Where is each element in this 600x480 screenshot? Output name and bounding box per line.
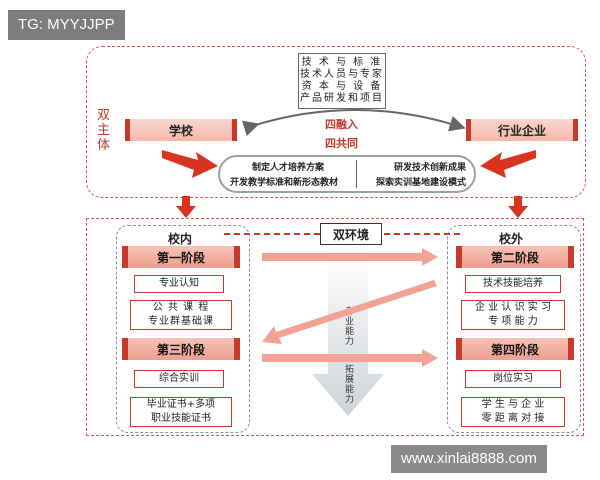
inside-title: 校内 <box>168 232 193 246</box>
outside-title: 校外 <box>499 232 524 246</box>
oval-line-1: 制定人才培养方案 研发技术创新成果 <box>230 160 466 173</box>
stage1-item: 专业群基础课 <box>148 316 214 327</box>
outside-school-panel <box>447 225 581 433</box>
ability-gray-arrow <box>312 246 384 416</box>
stage2-item: 专 项 能 力 <box>488 316 538 327</box>
stage3-item-box: 综合实训 <box>134 370 224 388</box>
fusion-curve-arrow <box>241 109 466 137</box>
watermark-label: www.xinlai8888.com <box>391 445 547 473</box>
oval-item: 研发技术创新成果 <box>393 163 466 173</box>
stage1-item-box: 公 共 课 程 专业群基础课 <box>130 300 232 330</box>
co-build-oval <box>218 155 476 193</box>
extended-ability-label: 拓展能力 <box>343 364 353 404</box>
tag-label: TG: MYYJJPP <box>8 10 125 40</box>
stage1-item: 公 共 课 程 <box>152 302 210 313</box>
dual-environment-container <box>86 218 584 436</box>
enterprise-label: 行业企业 <box>466 119 578 141</box>
oval-item: 开发教学标准和新形态教材 <box>230 178 339 188</box>
stage2-item-box: 技术技能培养 <box>465 275 561 293</box>
dual-subject-container <box>86 46 586 198</box>
stage4-item-box: 学 生 与 企 业 零 距 离 对 接 <box>461 397 565 427</box>
stage1-item-box: 专业认知 <box>134 275 224 293</box>
oval-item: 探索实训基地建设模式 <box>375 178 466 188</box>
professional-ability-label: 专业能力 <box>343 306 353 346</box>
stage2-item-box: 企 业 认 识 实 习 专 项 能 力 <box>461 300 565 330</box>
co-build-label: 四共同 <box>325 137 358 150</box>
stage3-item: 职业技能证书 <box>151 413 211 424</box>
resource-item: 资 本 与 设 备 <box>301 81 383 92</box>
left-red-arrow <box>162 150 218 178</box>
arrow-stage2-to-stage3 <box>262 280 437 344</box>
arrow-stage1-to-stage2 <box>262 248 438 266</box>
fusion-label: 四融入 <box>325 118 358 131</box>
resources-box: 技 术 与 标 准 技术人员与专家 资 本 与 设 备 产品研发和项目 <box>298 53 386 109</box>
arrow-stage3-to-stage4 <box>262 349 438 367</box>
resource-item: 技术人员与专家 <box>300 69 384 80</box>
stage4-item: 岗位实习 <box>493 373 533 384</box>
stage1-item: 专业认知 <box>159 278 199 289</box>
oval-line-2: 开发教学标准和新形态教材 探索实训基地建设模式 <box>230 175 466 188</box>
stage4-item: 零 距 离 对 接 <box>481 413 545 424</box>
dual-subject-label: 双 主 体 <box>97 108 111 153</box>
school-label: 学校 <box>125 119 237 141</box>
stage3-item: 综合实训 <box>159 373 199 384</box>
stage3-item-box: 毕业证书+多项 职业技能证书 <box>130 397 232 427</box>
stage2-item: 技术技能培养 <box>483 278 543 289</box>
dual-environment-label: 双环境 <box>320 223 382 245</box>
stage2-item: 企 业 认 识 实 习 <box>475 302 551 313</box>
stage3-label: 第三阶段 <box>122 338 240 360</box>
stage4-item: 学 生 与 企 业 <box>481 399 545 410</box>
right-red-arrow <box>480 150 536 178</box>
resource-item: 技 术 与 标 准 <box>301 57 383 68</box>
stage1-label: 第一阶段 <box>122 246 240 268</box>
oval-divider <box>356 160 357 188</box>
resource-item: 产品研发和项目 <box>300 93 384 104</box>
oval-item: 制定人才培养方案 <box>252 163 325 173</box>
down-arrow-right <box>508 196 528 218</box>
stage4-item-box: 岗位实习 <box>465 370 561 388</box>
stage3-item: 毕业证书+多项 <box>146 399 216 410</box>
stage4-label: 第四阶段 <box>456 338 574 360</box>
down-arrow-left <box>176 196 196 218</box>
inside-school-panel <box>116 225 250 433</box>
stage2-label: 第二阶段 <box>456 246 574 268</box>
